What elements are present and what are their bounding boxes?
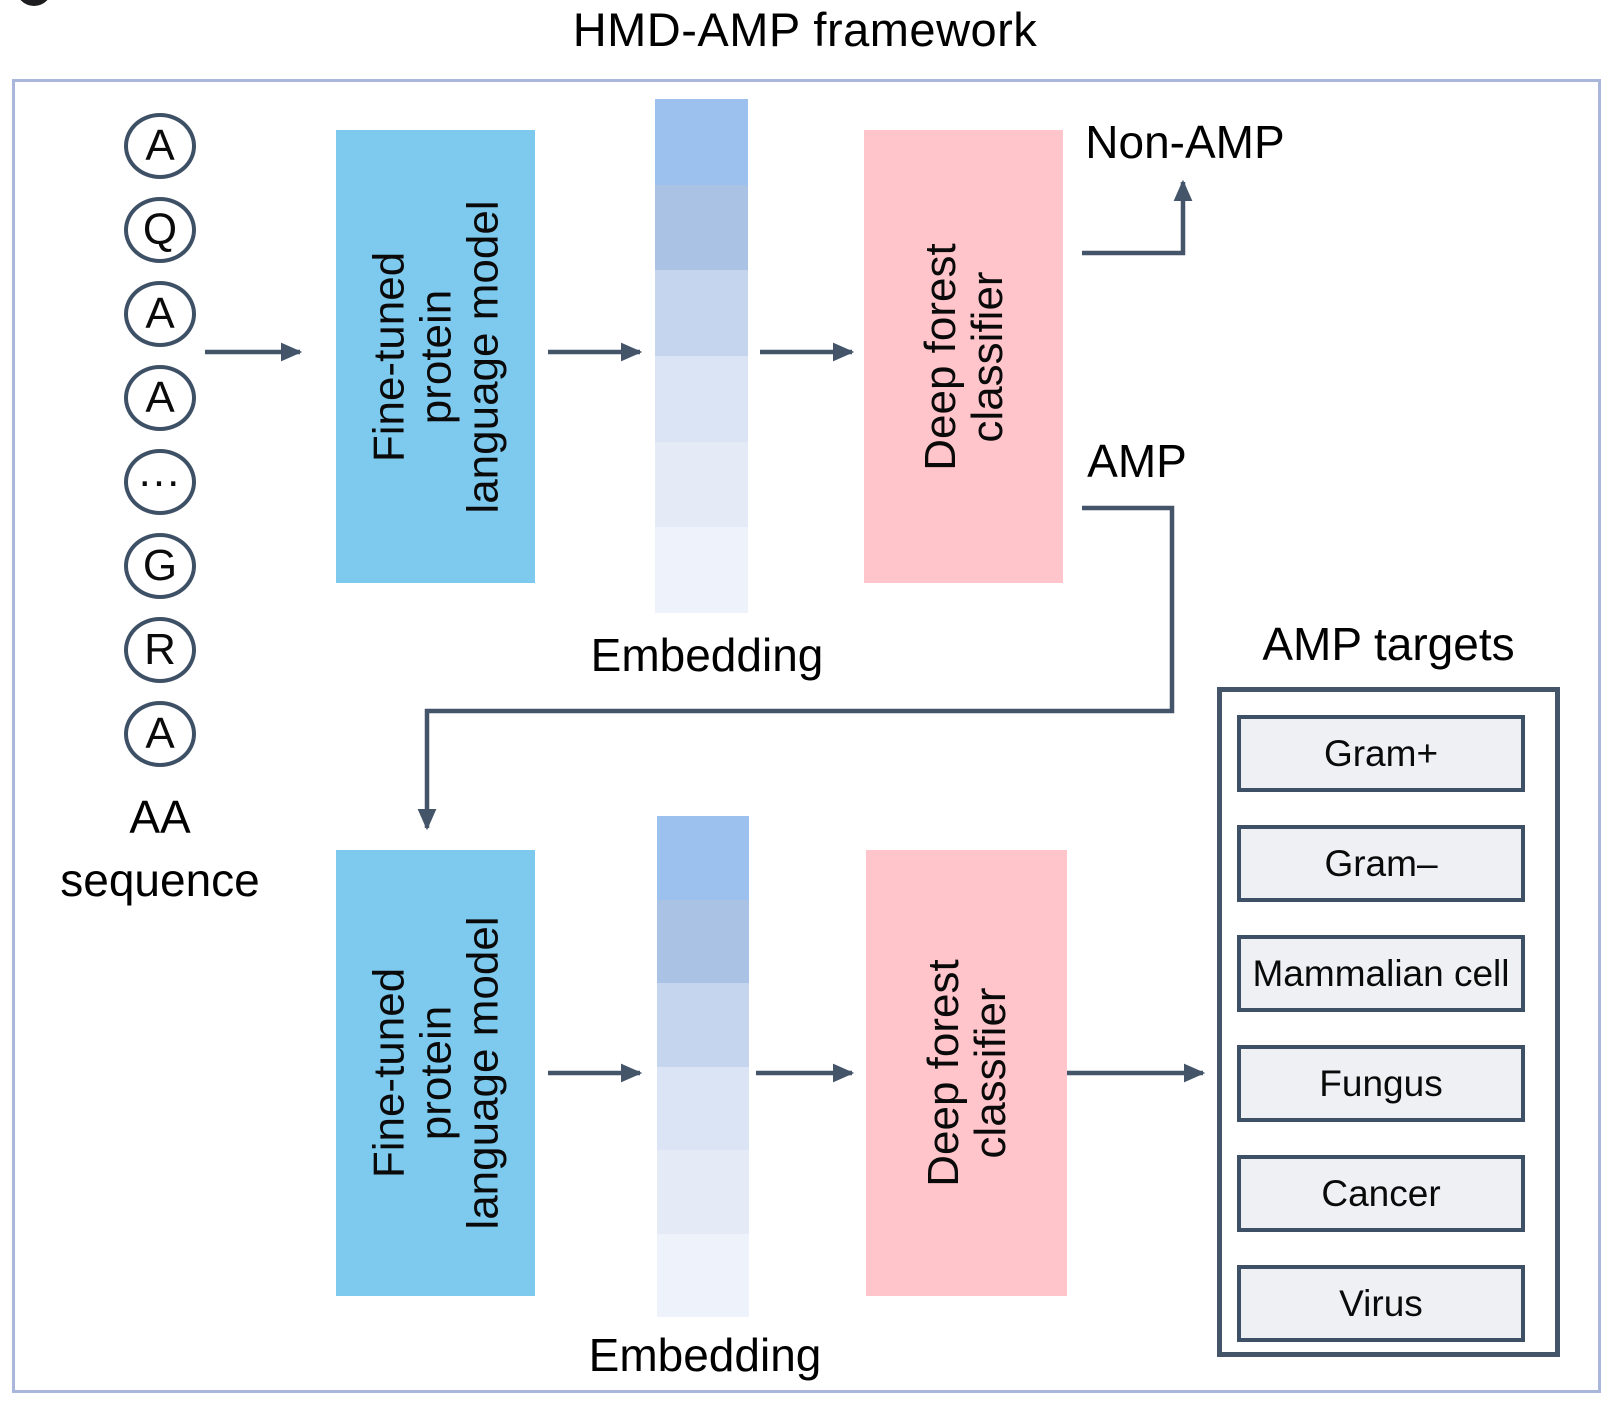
plm-box-bottom: Fine-tuned protein language model [336, 850, 535, 1296]
aa-letter: ... [138, 447, 182, 496]
target-box-fungus: Fungus [1237, 1045, 1525, 1122]
aa-circle: Q [124, 197, 196, 263]
embedding-strip-bottom [657, 816, 749, 1317]
aa-letter: A [145, 121, 175, 170]
embedding-segment [655, 356, 748, 442]
embedding-segment [655, 527, 748, 614]
aa-circle: G [124, 533, 196, 599]
plm-box-top-label: Fine-tuned protein language model [363, 199, 508, 514]
aa-circle: A [124, 365, 196, 431]
embedding-label-bottom: Embedding [588, 1329, 822, 1381]
aa-letter: A [145, 373, 175, 422]
diagram-title: HMD-AMP framework [572, 3, 1038, 56]
embedding-segment [655, 184, 748, 271]
aa-sequence-caption-line2: sequence [60, 854, 260, 906]
classifier-box-top: Deep forest classifier [864, 130, 1063, 583]
aa-letter: R [144, 625, 176, 674]
embedding-segment [655, 441, 748, 528]
target-box-gram-plus: Gram+ [1237, 715, 1525, 792]
aa-circle-ellipsis: ... [124, 449, 196, 515]
embedding-strip-top [655, 99, 748, 614]
aa-letter: A [145, 289, 175, 338]
embedding-segment [655, 99, 748, 185]
embedding-segment [657, 983, 749, 1067]
aa-circle: A [124, 113, 196, 179]
classifier-box-bottom-label: Deep forest classifier [918, 959, 1015, 1187]
aa-letter: A [145, 709, 175, 758]
embedding-segment [657, 1150, 749, 1234]
aa-sequence-caption-line1: AA [129, 791, 191, 843]
embedding-segment [657, 899, 749, 983]
amp-targets-panel: Gram+ Gram– Mammalian cell Fungus Cancer… [1217, 687, 1560, 1357]
classifier-box-top-label: Deep forest classifier [915, 242, 1012, 471]
embedding-segment [657, 1066, 749, 1150]
aa-circle: A [124, 701, 196, 767]
aa-letter: Q [142, 205, 178, 254]
amp-targets-title: AMP targets [1262, 618, 1515, 670]
classifier-box-bottom: Deep forest classifier [866, 850, 1067, 1296]
partial-figure-label-circle [16, 0, 52, 6]
target-box-mammalian-cell: Mammalian cell [1237, 935, 1525, 1012]
aa-letter: G [142, 541, 178, 590]
embedding-segment [655, 270, 748, 357]
aa-circle: A [124, 281, 196, 347]
embedding-label-top: Embedding [590, 629, 824, 681]
plm-box-bottom-label: Fine-tuned protein language model [363, 916, 508, 1230]
target-box-virus: Virus [1237, 1265, 1525, 1342]
embedding-segment [657, 816, 749, 900]
embedding-segment [657, 1233, 749, 1317]
plm-box-top: Fine-tuned protein language model [336, 130, 535, 583]
target-box-cancer: Cancer [1237, 1155, 1525, 1232]
label-non-amp: Non-AMP [1085, 116, 1285, 168]
aa-circle: R [124, 617, 196, 683]
target-box-gram-minus: Gram– [1237, 825, 1525, 902]
label-amp: AMP [1087, 435, 1187, 487]
